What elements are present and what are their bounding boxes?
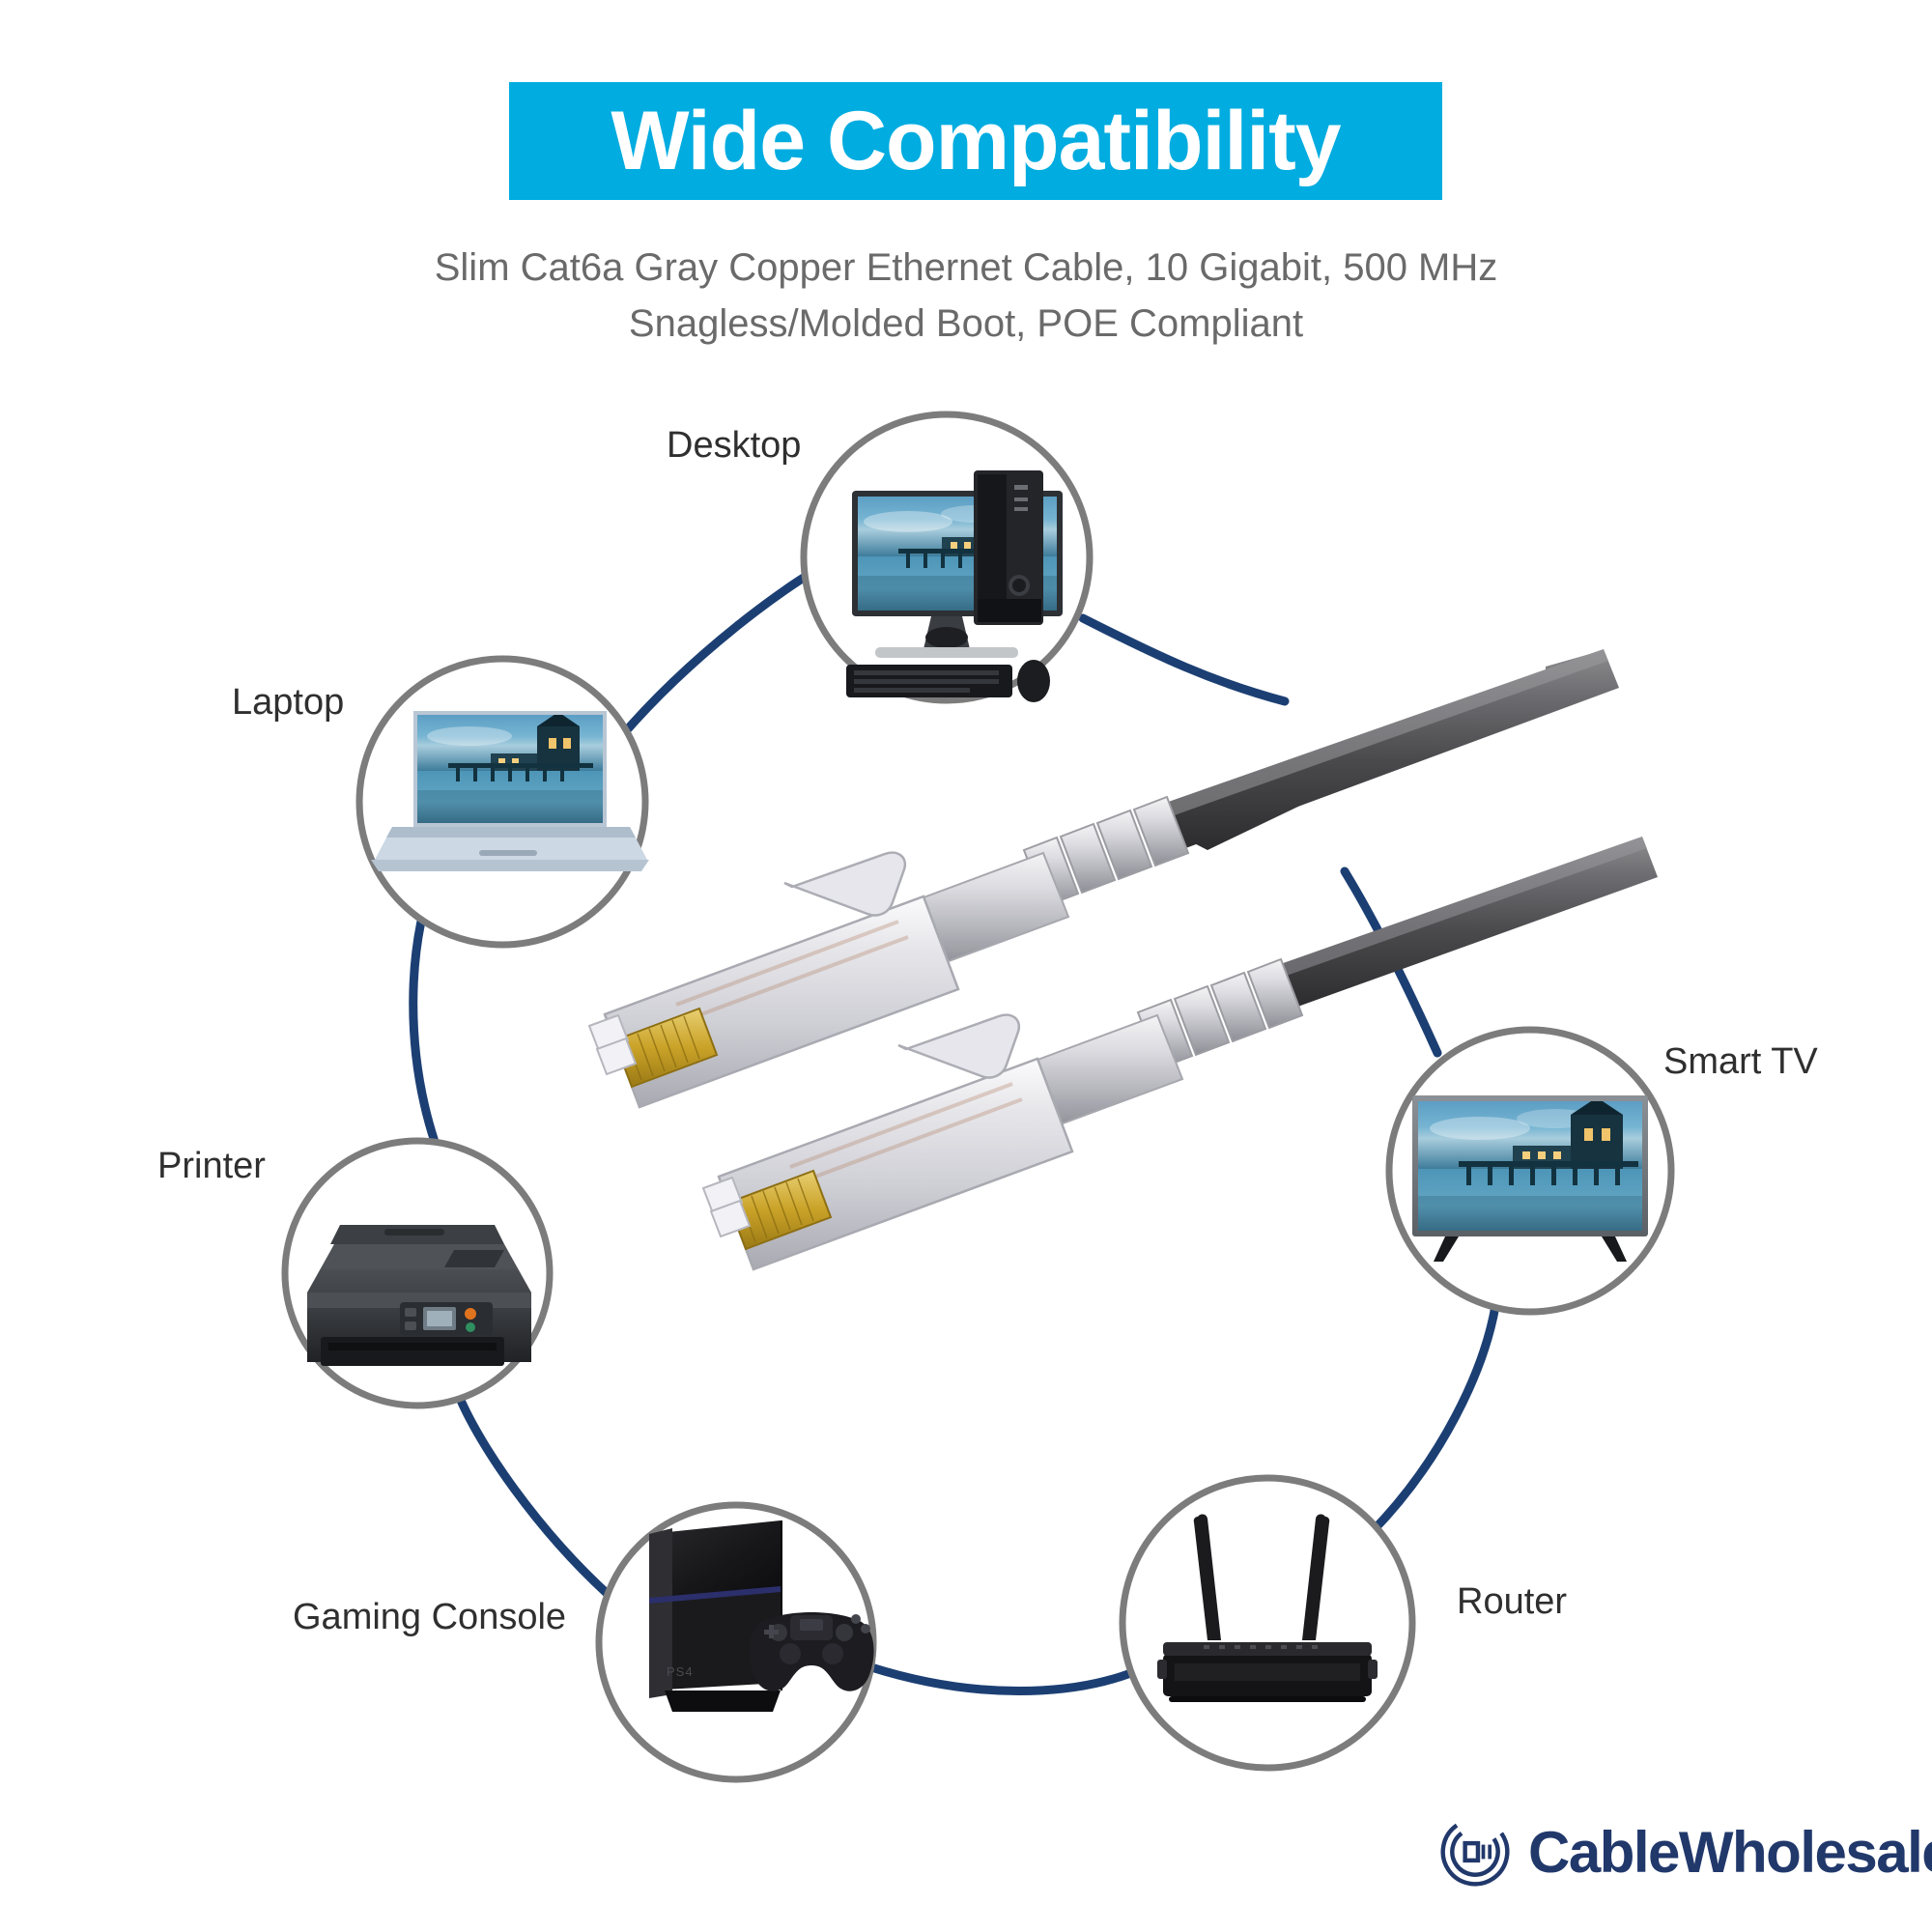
label-desktop: Desktop [667,425,802,466]
arc-router-to-smarttv [1367,1301,1500,1537]
svg-text:PS4: PS4 [667,1664,694,1679]
arc-laptop-to-desktop [613,567,818,745]
lower-gold-contacts [726,1169,833,1251]
desktop-computer-icon [846,470,1063,702]
wifi-router-icon [1157,1514,1378,1702]
label-router: Router [1457,1581,1568,1622]
upper-plug-nose [587,1013,638,1076]
label-printer: Printer [157,1146,266,1186]
page-title: Wide Compatibility [611,95,1341,187]
node-gaming-console[interactable]: PS4 [595,1501,877,1783]
game-console-icon: PS4 [649,1520,874,1712]
upper-gold-contacts [612,1007,719,1089]
smart-tv-icon [1412,1095,1648,1262]
ethernet-cable-upper [587,649,1619,1109]
node-desktop[interactable] [800,411,1094,704]
node-router[interactable] [1119,1474,1416,1772]
arc-gaming-to-printer [449,1378,623,1608]
cablewholesale-mark-icon [1440,1817,1510,1887]
label-smart-tv: Smart TV [1663,1041,1818,1082]
printer-icon [307,1225,531,1366]
laptop-icon [371,711,649,871]
node-laptop[interactable] [355,655,649,949]
arc-gaming-to-router [867,1662,1141,1695]
ethernet-cable-lower [701,837,1658,1271]
product-subtitle: Slim Cat6a Gray Copper Ethernet Cable, 1… [0,240,1932,352]
label-laptop: Laptop [232,682,345,723]
label-gaming-console: Gaming Console [293,1597,567,1637]
upper-latch [783,851,907,917]
lower-plug-nose [701,1176,752,1238]
lower-latch [897,1013,1021,1079]
subtitle-line-2: Snagless/Molded Boot, POE Compliant [628,302,1304,345]
brand-name: CableWholesale [1528,1819,1932,1885]
arc-desktop-to-cable [1078,613,1290,706]
brand-logo: CableWholesale [1439,1816,1932,1888]
subtitle-line-1: Slim Cat6a Gray Copper Ethernet Cable, 1… [434,246,1498,289]
node-printer[interactable] [281,1137,554,1409]
node-smart-tv[interactable] [1385,1026,1675,1316]
header-banner: Wide Compatibility [509,82,1442,200]
node-router-ring [1119,1474,1416,1772]
